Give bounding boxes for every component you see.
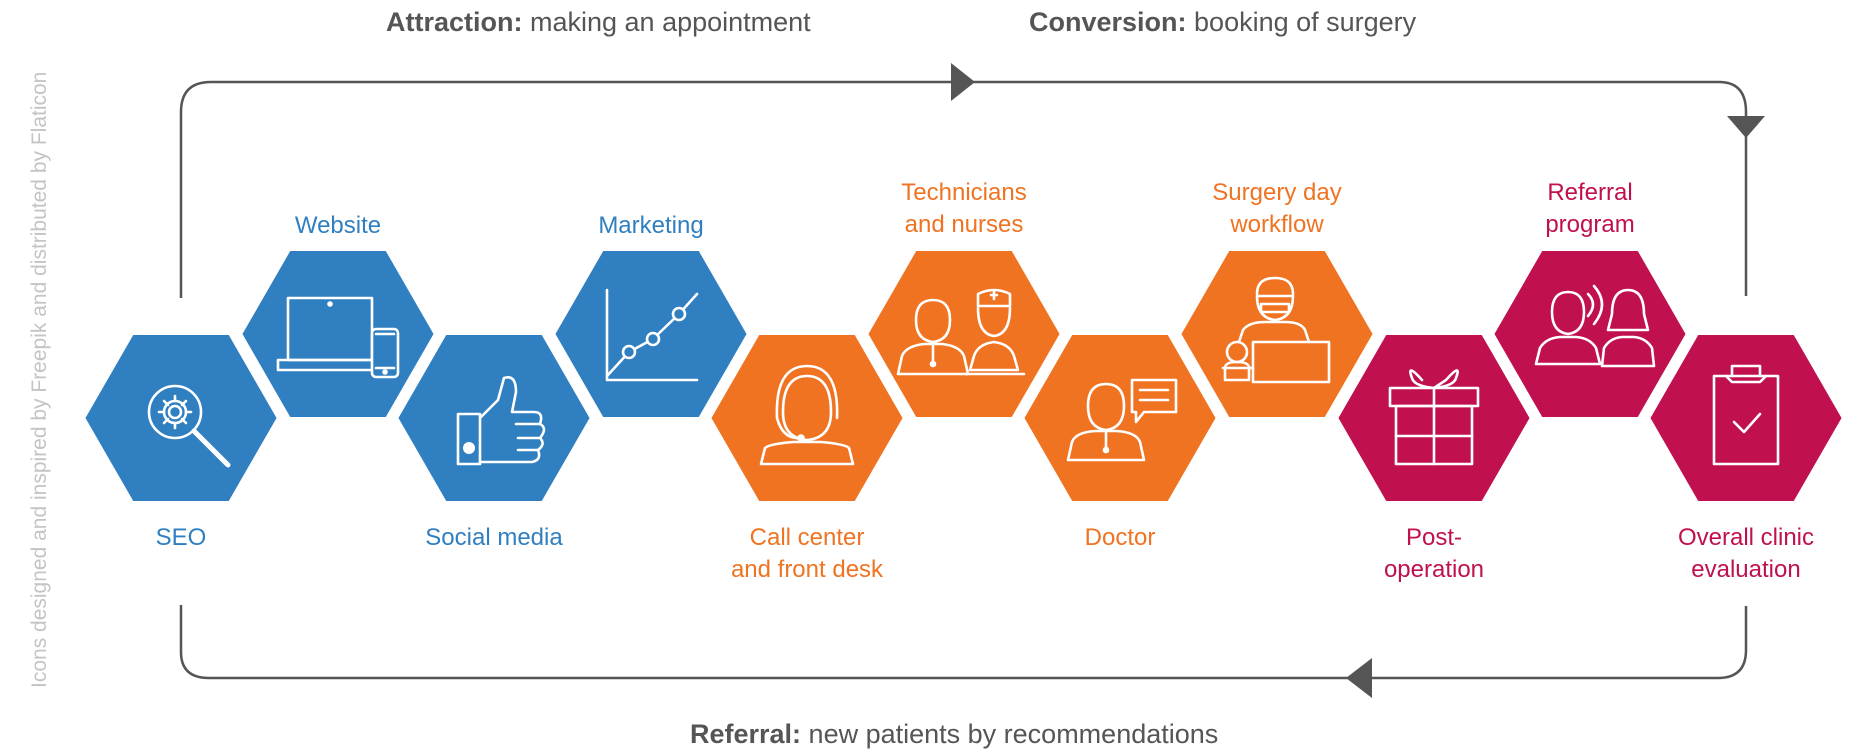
label-referral-program-line-2: program	[1545, 211, 1634, 238]
hexagon-technicians	[861, 245, 1067, 423]
bottom-cycle-line	[179, 605, 1748, 680]
label-overall-evaluation-line-1: Overall clinic	[1678, 524, 1814, 551]
step-icons	[147, 276, 1780, 468]
label-technicians-line-1: Technicians	[901, 179, 1026, 206]
hexagon-overall-evaluation	[1643, 329, 1849, 507]
label-website-line-1: Website	[295, 212, 381, 239]
hexagon-referral-program	[1487, 245, 1693, 423]
conversion-heading: Conversion: booking of surgery	[1029, 7, 1417, 37]
label-doctor-line-1: Doctor	[1085, 524, 1156, 551]
thumbs-up-icon	[456, 376, 546, 466]
label-referral-program-line-1: Referral	[1547, 179, 1632, 206]
hexagon-steps	[78, 245, 1849, 507]
referral-heading: Referral: new patients by recommendation…	[690, 719, 1218, 749]
label-post-operation-line-2: operation	[1384, 556, 1484, 583]
attraction-heading: Attraction: making an appointment	[386, 7, 811, 37]
flow-arrows	[951, 63, 1765, 698]
arrow-down-head	[1727, 116, 1765, 138]
headset-operator-icon	[759, 364, 855, 466]
hexagon-call-center	[704, 329, 910, 507]
label-seo-line-1: SEO	[156, 524, 207, 551]
label-call-center-line-1: Call center	[750, 524, 865, 551]
label-marketing-line-1: Marketing	[598, 212, 703, 239]
label-post-operation-line-1: Post-	[1406, 524, 1462, 551]
arrow-right-head	[951, 63, 975, 101]
clipboard-check-icon	[1712, 364, 1780, 466]
seo-gear-magnifier-icon	[147, 384, 231, 468]
label-overall-evaluation-line-2: evaluation	[1691, 556, 1800, 583]
nurse-technician-icon	[896, 288, 1026, 376]
gift-box-icon	[1388, 369, 1480, 466]
hexagon-surgery-day	[1174, 245, 1380, 423]
hexagon-social-media	[391, 329, 597, 507]
label-surgery-day-line-1: Surgery day	[1212, 179, 1341, 206]
label-call-center-line-2: and front desk	[731, 556, 884, 583]
label-surgery-day-line-2: workflow	[1229, 211, 1324, 238]
hexagon-seo	[78, 329, 284, 507]
doctor-chat-icon	[1066, 378, 1178, 462]
label-technicians-line-2: and nurses	[905, 211, 1024, 238]
laptop-phone-icon	[276, 296, 400, 379]
line-chart-icon	[605, 288, 699, 382]
arrow-left-head	[1346, 658, 1372, 698]
people-talking-icon	[1534, 284, 1656, 368]
label-social-media-line-1: Social media	[425, 524, 563, 551]
surgeon-patient-icon	[1221, 276, 1331, 384]
icon-credit: Icons designed and inspired by Freepik a…	[28, 72, 51, 688]
